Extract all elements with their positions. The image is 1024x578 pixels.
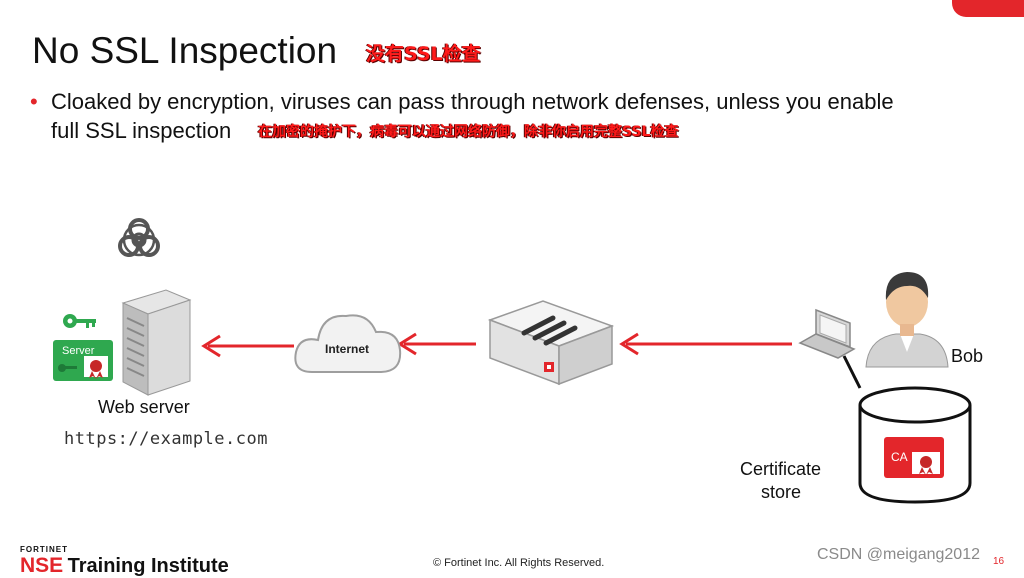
ca-badge-label: CA [891, 450, 908, 464]
bullet-text-cn: 在加密的掩护下，病毒可以通过网络防御，除非你启用完整SSL检查 [258, 124, 679, 140]
arrowhead-to-internet [397, 332, 417, 356]
bullet-marker: • [30, 89, 38, 114]
arrowhead-to-server [201, 334, 221, 358]
page-number: 16 [993, 556, 1005, 567]
laptop-icon [798, 308, 856, 359]
bullet-text-line1: Cloaked by encryption, viruses can pass … [51, 89, 894, 114]
fortinet-brand-logo: FORTINET NSE Training Institute [20, 545, 229, 578]
server-url: https://example.com [64, 429, 268, 449]
web-server-label: Web server [98, 397, 190, 417]
key-icon [63, 314, 96, 328]
user-name-label: Bob [951, 346, 984, 366]
bullet-text-line2: full SSL inspection [51, 118, 232, 143]
server-tower-icon [121, 289, 192, 396]
user-avatar-icon [865, 272, 949, 368]
traffic-arrows [201, 332, 792, 358]
internet-label: Internet [325, 342, 369, 356]
cert-store-label-line2: store [761, 482, 802, 502]
slide-title-cn: 没有SSL检查 [366, 43, 481, 65]
cert-store-label-line1: Certificate [740, 459, 822, 479]
certificate-icon [884, 437, 944, 478]
slide-title: No SSL Inspection [32, 30, 338, 71]
connector-line [842, 355, 862, 389]
brand-fortinet-text: FORTINET [20, 545, 68, 554]
biohazard-icon [118, 218, 160, 257]
brand-training-text: Training Institute [67, 555, 229, 577]
corner-accent-tab [952, 0, 1024, 17]
server-certificate-icon [53, 340, 113, 381]
arrowhead-to-firewall [619, 332, 639, 356]
firewall-icon [487, 300, 615, 386]
server-badge-label: Server [62, 345, 95, 357]
cloud-icon [294, 314, 402, 373]
copyright-text: © Fortinet Inc. All Rights Reserved. [433, 557, 605, 569]
csdn-watermark: CSDN @meigang2012 [817, 546, 980, 563]
brand-nse-text: NSE [20, 554, 64, 577]
